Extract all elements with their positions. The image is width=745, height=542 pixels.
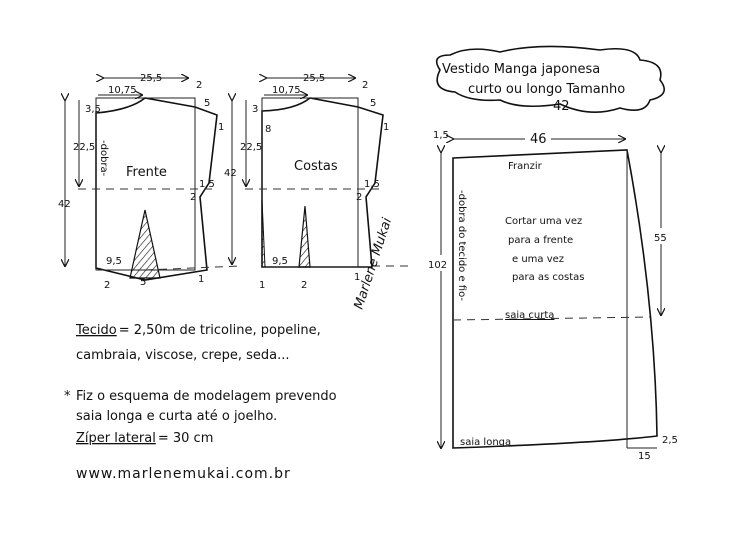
- title-size: 42: [553, 99, 570, 114]
- notes: Tecido= 2,50m de tricoline, popeline, ca…: [64, 323, 337, 482]
- front-neck-width: 10,75: [108, 85, 137, 96]
- back-width: 25,5: [303, 73, 325, 84]
- zipper-note: Zíper lateral= 30 cm: [76, 431, 213, 446]
- front-neck-depth: 3,5: [85, 104, 101, 115]
- back-dart: [298, 205, 311, 268]
- fabric-note: Tecido= 2,50m de tricoline, popeline,: [75, 323, 321, 338]
- skirt-top-raise: 1,5: [433, 130, 449, 141]
- front-shoulder: 5: [204, 98, 210, 109]
- front-width: 25,5: [140, 73, 162, 84]
- skirt-hem-flare: 15: [638, 451, 651, 462]
- skirt-long-label: saia longa: [460, 437, 511, 448]
- front-side-in: 2: [190, 192, 196, 203]
- skirt-short-length: 55: [654, 233, 667, 244]
- skirt-instruction-3: e uma vez: [512, 254, 564, 265]
- front-dart: [129, 209, 161, 279]
- skirt-pattern: 46 1,5 Franzir -dobra do tecido e fio- C…: [428, 130, 678, 462]
- title-cloud: Vestido Manga japonesa curto ou longo Ta…: [435, 45, 666, 114]
- front-armhole: 22,5: [73, 142, 95, 153]
- front-sleeve-drop: 1: [218, 122, 224, 133]
- back-hem-dart: 2: [301, 280, 307, 291]
- front-length: 42: [58, 199, 71, 210]
- front-bodice: 25,5 10,75 2 5 1 3,5 22,5 42 1,5 2 9,5 5…: [58, 73, 241, 291]
- back-shoulder: 5: [370, 98, 376, 109]
- back-slit: 8: [265, 124, 271, 135]
- skirt-fold-label: -dobra do tecido e fio-: [456, 190, 467, 301]
- front-fold-label: -dobra-: [98, 140, 109, 177]
- back-hem-side: 1: [354, 272, 360, 283]
- fabric-label: Tecido: [75, 323, 117, 338]
- title-line2: curto ou longo Tamanho: [468, 82, 625, 97]
- front-dart-width: 5: [140, 277, 146, 288]
- star-bullet: *: [64, 389, 71, 404]
- skirt-instruction-2: para a frente: [508, 235, 573, 246]
- back-shoulder-raise: 2: [362, 80, 368, 91]
- skirt-short-label: saia curta: [505, 310, 554, 321]
- front-label: Frente: [126, 165, 167, 180]
- front-shoulder-raise: 2: [196, 80, 202, 91]
- back-hem-center: 1: [259, 280, 265, 291]
- skirt-instruction-4: para as costas: [512, 272, 585, 283]
- back-side-in: 2: [356, 192, 362, 203]
- back-length: 42: [224, 168, 237, 179]
- fabric-line2: cambraia, viscose, crepe, seda...: [76, 348, 290, 363]
- scheme-line2: saia longa e curta até o joelho.: [76, 409, 277, 424]
- skirt-width: 46: [530, 132, 547, 147]
- front-underarm: 1,5: [199, 179, 215, 190]
- front-hem-side: 1: [198, 274, 204, 285]
- fabric-line1: = 2,50m de tricoline, popeline,: [119, 323, 321, 338]
- skirt-length: 102: [428, 260, 447, 271]
- skirt-hem-raise: 2,5: [662, 435, 678, 446]
- title-line1: Vestido Manga japonesa: [442, 62, 600, 77]
- skirt-instruction-1: Cortar uma vez: [505, 216, 582, 227]
- website-link: www.marlenemukai.com.br: [76, 466, 291, 482]
- back-hem-width: 9,5: [272, 256, 288, 267]
- front-hem-drop: 2: [104, 280, 110, 291]
- front-hem-width: 9,5: [106, 256, 122, 267]
- back-neck-depth: 3: [252, 104, 258, 115]
- back-armhole: 22,5: [240, 142, 262, 153]
- back-sleeve-drop: 1: [383, 122, 389, 133]
- skirt-gather-label: Franzir: [508, 161, 543, 172]
- back-label: Costas: [294, 159, 338, 174]
- zipper-value: = 30 cm: [158, 431, 214, 446]
- zipper-label: Zíper lateral: [76, 431, 156, 446]
- back-neck-width: 10,75: [272, 85, 301, 96]
- scheme-line1: Fiz o esquema de modelagem prevendo: [76, 389, 337, 404]
- back-underarm: 1,5: [364, 179, 380, 190]
- back-bodice: 25,5 10,75 2 5 1 3 8 22,5 42 1,5 2 9,5 1…: [224, 73, 410, 291]
